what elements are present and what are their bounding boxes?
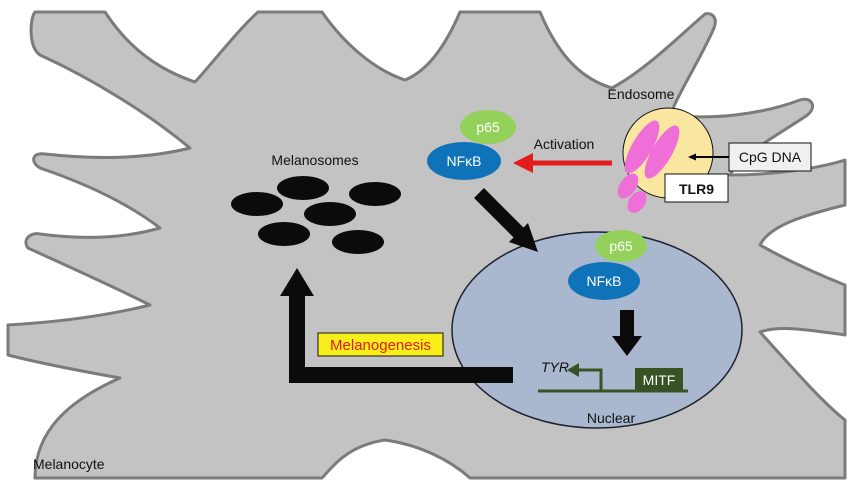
nfkb-cytoplasm: [427, 142, 501, 180]
tyr-label: TYR: [541, 359, 569, 375]
melanogenesis-arrow: [280, 268, 513, 383]
tlr9-receptor-icon: [617, 120, 680, 213]
cpg-dna-label: CpG DNA: [739, 149, 802, 165]
cpg-dna-box: [728, 142, 812, 172]
nfkb-nucleus-label: NFκB: [587, 273, 622, 289]
tyr-promoter-arrowhead: [567, 363, 579, 377]
nfkb-nucleus: [568, 262, 640, 300]
melanocyte-cell-body: [6, 10, 847, 480]
melanosome: [332, 230, 384, 254]
activation-label: Activation: [534, 136, 595, 152]
tlr9-box: [664, 173, 729, 203]
translocation-arrow: [474, 188, 538, 252]
melanosome: [231, 192, 283, 216]
mitf-label: MITF: [643, 372, 676, 388]
nuclear-label: Nuclear: [587, 410, 636, 426]
tlr9-label: TLR9: [679, 181, 714, 197]
melanocyte-label: Melanocyte: [33, 456, 105, 472]
p65-cytoplasm: [460, 110, 516, 144]
mitf-box: [635, 368, 683, 392]
p65-nucleus: [595, 230, 647, 262]
nfkb-cytoplasm-label: NFκB: [447, 153, 482, 169]
melanogenesis-label: Melanogenesis: [330, 337, 431, 354]
p65-cytoplasm-label: p65: [476, 119, 500, 135]
melanosome: [277, 176, 329, 200]
melanosome: [349, 182, 401, 206]
tyr-promoter-arrow: [578, 368, 603, 391]
melanosome-cluster: [231, 176, 401, 254]
endosome-label: Endosome: [608, 86, 675, 102]
p65-nucleus-label: p65: [609, 238, 633, 254]
melanogenesis-box: [317, 332, 444, 357]
melanosome: [258, 222, 310, 246]
transcription-arrow: [612, 310, 642, 356]
melanosomes-label: Melanosomes: [271, 152, 358, 168]
melanosome: [304, 202, 356, 226]
nucleus: [451, 231, 743, 429]
